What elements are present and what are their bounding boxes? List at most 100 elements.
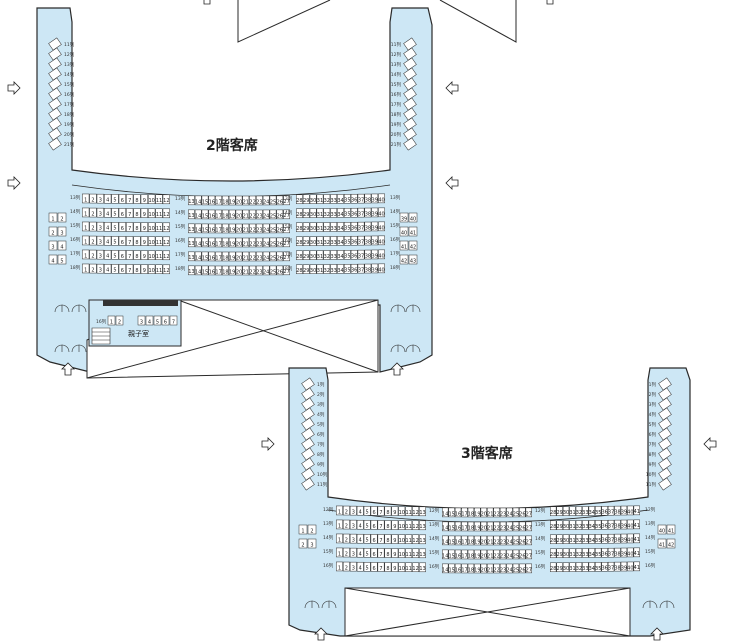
f2-seat-center-15列-21[interactable]: 21 <box>242 223 250 233</box>
room-seat-2[interactable]: 2 <box>115 315 124 325</box>
f2-seat-center-15列-13[interactable]: 13 <box>188 223 195 233</box>
f2-side-box-right-4[interactable]: 42 <box>399 254 409 264</box>
f2-side-seat-right-19列[interactable] <box>403 117 417 131</box>
f2-seat-center-14列-13[interactable]: 13 <box>188 209 195 219</box>
f2-seat-left-17列-11[interactable]: 11 <box>155 250 163 260</box>
f2-seat-center-17列-22[interactable]: 22 <box>249 251 256 261</box>
f2-seat-left-15列-12[interactable]: 12 <box>162 222 170 232</box>
f2-seat-right-16列-35[interactable]: 35 <box>343 236 351 246</box>
f3-seat-left-12列-13[interactable]: 13 <box>419 506 426 516</box>
f3-seat-center-15列-20[interactable]: 20 <box>481 549 487 559</box>
f2-seat-right-15列-36[interactable]: 36 <box>350 221 358 232</box>
f2-side-seat-left-15列[interactable] <box>48 77 62 91</box>
f2-seat-right-16列-34[interactable]: 34 <box>337 236 344 246</box>
f2-seat-right-18列-30[interactable]: 30 <box>309 264 317 274</box>
f3-seat-center-13列-17[interactable]: 17 <box>461 521 468 531</box>
f2-seat-right-14列-33[interactable]: 33 <box>330 208 338 218</box>
f3-seat-center-13列-25[interactable]: 25 <box>513 521 519 531</box>
f3-seat-left-12列-9[interactable]: 9 <box>391 506 399 516</box>
f3-seat-center-14列-24[interactable]: 24 <box>506 535 513 545</box>
f2-seat-right-14列-29[interactable]: 29 <box>302 208 310 218</box>
f2-seat-left-16列-3[interactable]: 3 <box>96 235 104 246</box>
f3-seat-left-15列-5[interactable]: 5 <box>363 548 371 558</box>
f3-seat-left-15列-2[interactable]: 2 <box>342 547 350 557</box>
f2-seat-center-18列-14[interactable]: 14 <box>194 265 202 275</box>
f2-seat-center-17列-14[interactable]: 14 <box>194 251 202 261</box>
f3-seat-left-15列-11[interactable]: 11 <box>405 548 413 558</box>
f3-seat-right-13列-28[interactable]: 28 <box>550 520 556 530</box>
f2-side-box-left-2[interactable]: 2 <box>48 226 58 236</box>
f3-seat-right-12列-31[interactable]: 31 <box>569 506 576 516</box>
f3-side-box-right-2[interactable]: 41 <box>657 538 667 548</box>
f2-seat-center-14列-14[interactable]: 14 <box>194 209 202 219</box>
f3-side-seat-left-6列[interactable] <box>301 427 315 441</box>
f3-seat-center-15列-16[interactable]: 16 <box>455 549 461 559</box>
f3-seat-right-13列-37[interactable]: 37 <box>608 519 614 530</box>
f3-seat-right-15列-29[interactable]: 29 <box>556 548 563 558</box>
f2-seat-left-16列-6[interactable]: 6 <box>118 236 126 246</box>
f2-door-4[interactable] <box>71 344 87 353</box>
f3-seat-center-13列-19[interactable]: 19 <box>474 521 481 531</box>
f3-seat-left-12列-12[interactable]: 12 <box>412 506 420 516</box>
f2-seat-center-16列-18[interactable]: 18 <box>222 237 229 247</box>
f2-seat-center-15列-23[interactable]: 23 <box>256 223 263 233</box>
f3-seat-center-15列-18[interactable]: 18 <box>468 549 474 559</box>
f3-seat-center-12列-17[interactable]: 17 <box>461 507 468 517</box>
f3-seat-left-13列-5[interactable]: 5 <box>363 520 371 530</box>
f2-seat-right-18列-40[interactable]: 40 <box>378 263 385 273</box>
f2-seat-right-15列-31[interactable]: 31 <box>316 222 324 232</box>
f2-seat-center-13列-17[interactable]: 17 <box>215 195 222 205</box>
f3-seat-left-14列-10[interactable]: 10 <box>398 534 406 544</box>
f2-seat-center-13列-16[interactable]: 16 <box>208 195 216 205</box>
f3-seat-center-15列-23[interactable]: 23 <box>500 549 506 559</box>
f2-seat-center-14列-22[interactable]: 22 <box>249 209 256 219</box>
f3-side-box-left-1[interactable]: 1 <box>298 524 308 534</box>
f2-seat-center-17列-26[interactable]: 26 <box>276 251 284 261</box>
f3-seat-right-15列-31[interactable]: 31 <box>569 548 576 558</box>
f2-door-3[interactable] <box>54 344 70 353</box>
f2-seat-right-16列-31[interactable]: 31 <box>316 236 324 246</box>
f2-seat-center-13列-15[interactable]: 15 <box>201 195 209 205</box>
f2-seat-left-15列-5[interactable]: 5 <box>111 222 119 232</box>
f2-side-seat-left-12列[interactable] <box>48 47 62 61</box>
f2-seat-right-17列-29[interactable]: 29 <box>302 250 310 260</box>
f2-seat-right-13列-40[interactable]: 40 <box>378 193 385 203</box>
f2-seat-left-15列-3[interactable]: 3 <box>96 221 104 232</box>
f2-seat-right-14列-40[interactable]: 40 <box>378 207 385 217</box>
f2-seat-right-13列-30[interactable]: 30 <box>309 194 317 204</box>
f2-seat-right-15列-30[interactable]: 30 <box>309 222 317 232</box>
f3-seat-center-14列-20[interactable]: 20 <box>481 535 487 545</box>
f3-seat-right-14列-34[interactable]: 34 <box>589 534 595 544</box>
f3-seat-right-15列-35[interactable]: 35 <box>595 548 601 558</box>
f2-seat-right-17列-34[interactable]: 34 <box>337 250 344 260</box>
f3-seat-left-14列-2[interactable]: 2 <box>342 533 350 543</box>
f3-side-seat-left-2列[interactable] <box>301 387 315 401</box>
f3-seat-right-15列-33[interactable]: 33 <box>582 548 589 558</box>
f2-seat-right-14列-31[interactable]: 31 <box>316 208 324 218</box>
f2-seat-center-13列-24[interactable]: 24 <box>262 195 270 205</box>
f2-seat-right-13列-29[interactable]: 29 <box>302 194 310 204</box>
f2-side-seat-right-17列[interactable] <box>403 97 417 111</box>
f2-seat-right-15列-39[interactable]: 39 <box>371 221 379 231</box>
f2-side-box-right-2[interactable]: 40 <box>399 226 409 236</box>
f2-seat-right-16列-37[interactable]: 37 <box>357 235 365 246</box>
f3-seat-center-12列-14[interactable]: 14 <box>442 507 448 517</box>
f2-seat-left-13列-3[interactable]: 3 <box>96 193 104 204</box>
f2-seat-right-17列-39[interactable]: 39 <box>371 249 379 259</box>
f2-seat-center-17列-15[interactable]: 15 <box>201 251 209 261</box>
f3-side-seat-right-5列[interactable] <box>658 417 672 431</box>
f3-seat-right-12列-40[interactable]: 40 <box>627 505 634 515</box>
f2-seat-left-13列-10[interactable]: 10 <box>148 194 156 204</box>
f3-seat-right-13列-29[interactable]: 29 <box>556 520 563 530</box>
f2-door-1[interactable] <box>54 304 70 313</box>
f2-seat-left-15列-10[interactable]: 10 <box>148 222 156 232</box>
f3-side-box-right-b-2[interactable]: 42 <box>666 538 676 548</box>
f3-side-box-right-b-1[interactable]: 41 <box>666 524 676 534</box>
f2-seat-right-15列-37[interactable]: 37 <box>357 221 365 232</box>
f3-seat-center-15列-14[interactable]: 14 <box>442 549 448 559</box>
f2-side-seat-right-11列[interactable] <box>403 37 417 51</box>
f3-seat-center-15列-17[interactable]: 17 <box>461 549 468 559</box>
f2-seat-left-13列-4[interactable]: 4 <box>104 194 112 204</box>
f3-side-seat-right-4列[interactable] <box>658 407 672 421</box>
f2-seat-left-15列-1[interactable]: 1 <box>82 221 90 231</box>
